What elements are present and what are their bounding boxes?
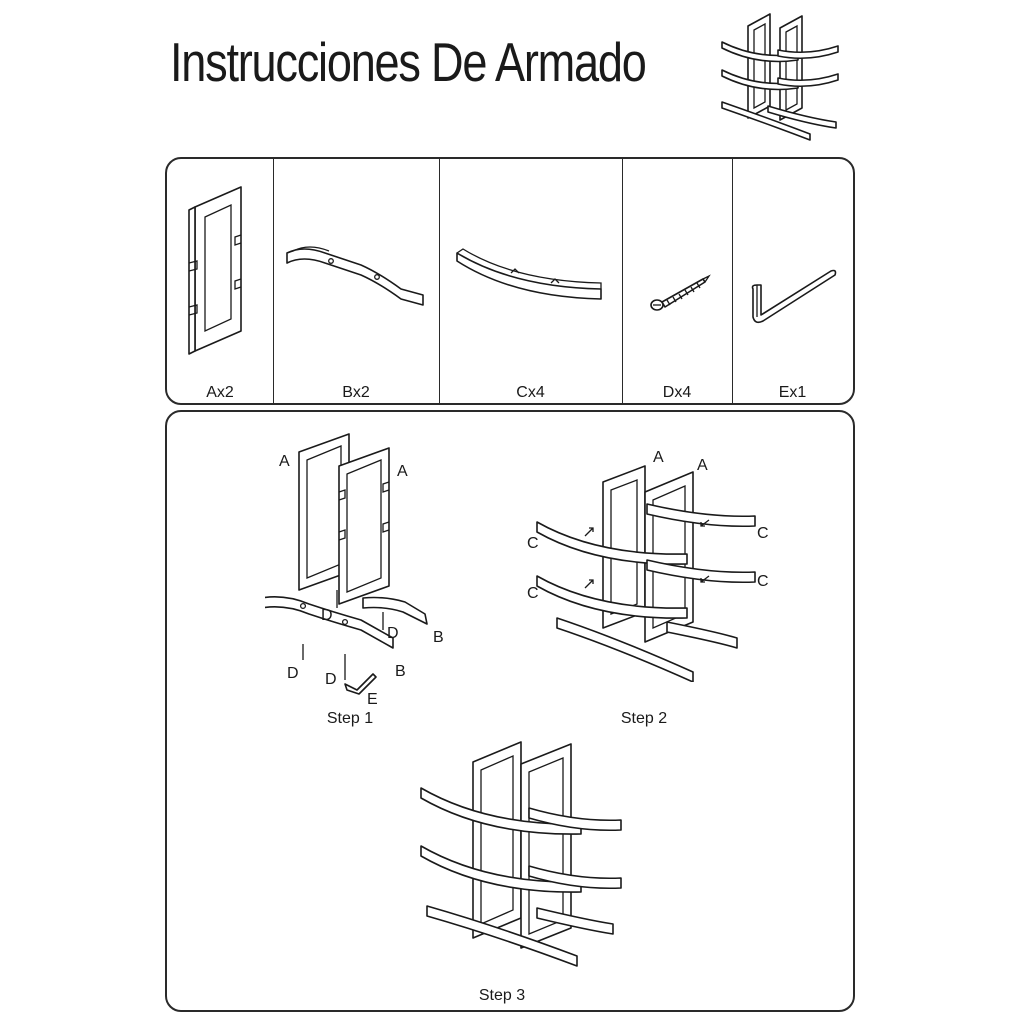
step-3-label: Step 3	[478, 987, 526, 1004]
base-rail-icon	[286, 246, 424, 306]
step-2-label: Step 2	[620, 710, 668, 727]
curved-shelf-rail-icon	[456, 248, 602, 300]
step-1-diagram: A A D D B D D B E	[265, 433, 444, 708]
callout-e: E	[367, 691, 378, 708]
step-3-diagram	[420, 741, 622, 967]
step-2-diagram: A A C C C C	[527, 449, 769, 682]
callout-b: B	[433, 629, 444, 646]
parts-divider	[622, 159, 623, 403]
part-b-label: Bx2	[342, 384, 370, 401]
callout-b: B	[395, 663, 406, 680]
part-a-label: Ax2	[206, 384, 234, 401]
callout-c: C	[757, 573, 769, 590]
callout-a: A	[697, 457, 708, 474]
screw-icon	[650, 274, 711, 311]
callout-d: D	[321, 607, 333, 624]
callout-d: D	[325, 671, 337, 688]
parts-divider	[439, 159, 440, 403]
side-frame-panel-icon	[188, 186, 242, 355]
page-title: Instrucciones De Armado	[170, 31, 647, 93]
assembly-steps-panel: A A D D B D D B E Step 1 A A C C C C Ste…	[165, 410, 855, 1012]
part-d-label: Dx4	[662, 384, 692, 401]
callout-a: A	[279, 453, 290, 470]
allen-key-icon	[751, 269, 837, 324]
callout-d: D	[387, 625, 399, 642]
callout-c: C	[527, 585, 539, 602]
part-e-label: Ex1	[778, 384, 807, 401]
parts-divider	[273, 159, 274, 403]
parts-list-panel: Ax2 Bx2 Cx4 Dx4 Ex1	[165, 157, 855, 405]
callout-c: C	[527, 535, 539, 552]
callout-d: D	[287, 665, 299, 682]
callout-c: C	[757, 525, 769, 542]
assembled-wine-rack-icon	[721, 13, 839, 141]
step-1-label: Step 1	[326, 710, 374, 727]
parts-divider	[732, 159, 733, 403]
callout-a: A	[397, 463, 408, 480]
callout-a: A	[653, 449, 664, 466]
part-c-label: Cx4	[516, 384, 545, 401]
